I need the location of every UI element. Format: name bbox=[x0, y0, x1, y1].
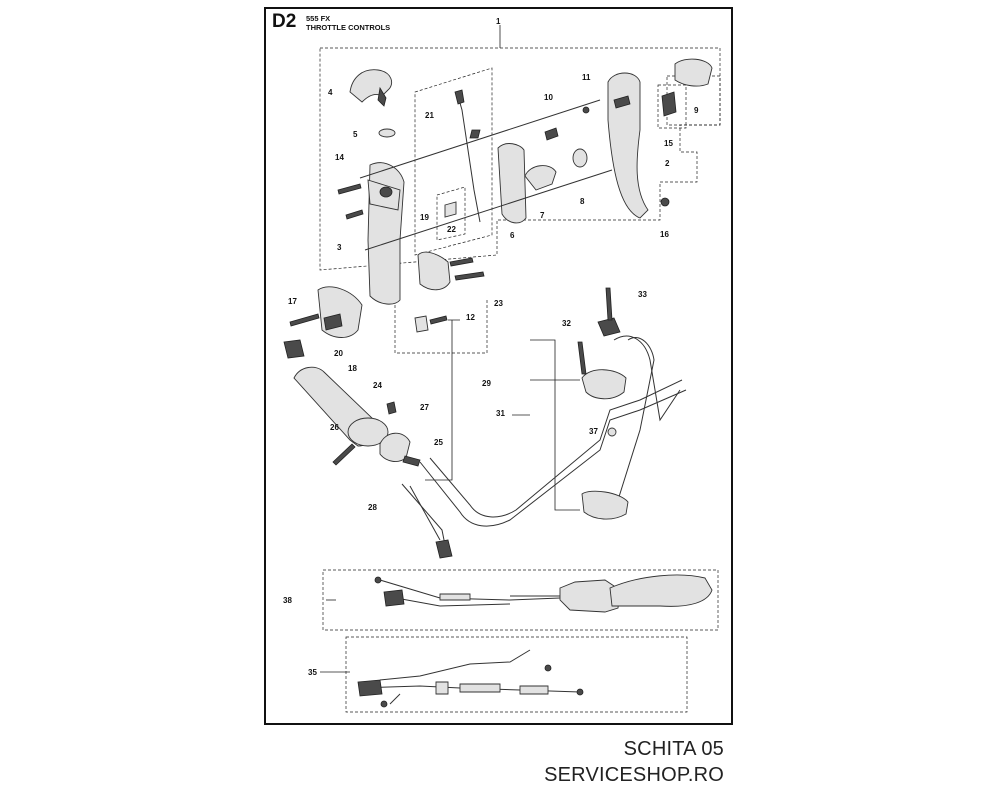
callout-10: 10 bbox=[544, 93, 553, 102]
callout-9: 9 bbox=[694, 106, 699, 115]
callout-28: 28 bbox=[368, 503, 377, 512]
part-14 bbox=[337, 183, 362, 195]
callout-27: 27 bbox=[420, 403, 429, 412]
group-box-22 bbox=[436, 186, 466, 241]
callout-18: 18 bbox=[348, 364, 357, 373]
callout-15: 15 bbox=[664, 139, 673, 148]
callout-3: 3 bbox=[337, 243, 342, 252]
callout-31: 31 bbox=[496, 409, 505, 418]
callout-38: 38 bbox=[283, 596, 292, 605]
callout-29: 29 bbox=[482, 379, 491, 388]
part-20 bbox=[283, 339, 305, 359]
group-box-19 bbox=[394, 300, 488, 354]
callout-8: 8 bbox=[580, 197, 585, 206]
callout-4: 4 bbox=[328, 88, 333, 97]
callout-14: 14 bbox=[335, 153, 344, 162]
handlebar bbox=[613, 335, 681, 422]
part-7 bbox=[524, 165, 557, 191]
part-31 bbox=[581, 369, 627, 400]
callout-35: 35 bbox=[308, 668, 317, 677]
callout-5: 5 bbox=[353, 130, 358, 139]
part-15 bbox=[661, 91, 677, 117]
part-17 bbox=[289, 313, 320, 327]
clamp-lower bbox=[581, 490, 629, 520]
part-9 bbox=[674, 58, 713, 87]
callout-1: 1 bbox=[496, 17, 501, 26]
callout-11: 11 bbox=[582, 73, 591, 82]
group-box-35 bbox=[345, 636, 688, 713]
diagram-title: 555 FX THROTTLE CONTROLS bbox=[306, 14, 390, 32]
part-29 bbox=[419, 389, 687, 527]
part-32 bbox=[597, 317, 621, 337]
part-37 bbox=[607, 427, 617, 437]
footer-website: SERVICESHOP.RO bbox=[544, 764, 724, 786]
callout-19: 19 bbox=[420, 213, 429, 222]
callout-24: 24 bbox=[373, 381, 382, 390]
callout-17: 17 bbox=[288, 297, 297, 306]
part-6 bbox=[497, 143, 527, 224]
part-21 bbox=[457, 95, 481, 223]
callout-22: 22 bbox=[447, 225, 456, 234]
callout-6: 6 bbox=[510, 231, 515, 240]
part-10 bbox=[544, 127, 559, 141]
diagram-code: D2 bbox=[272, 11, 297, 32]
part-11 bbox=[582, 106, 590, 114]
part-18 bbox=[317, 286, 363, 338]
callout-16: 16 bbox=[660, 230, 669, 239]
part-5 bbox=[378, 128, 396, 138]
callout-21: 21 bbox=[425, 111, 434, 120]
part-22 bbox=[444, 201, 457, 218]
part-23 bbox=[454, 271, 485, 281]
callout-26: 26 bbox=[330, 423, 339, 432]
part-28 bbox=[401, 483, 447, 551]
group-box-15 bbox=[657, 84, 687, 129]
group-box-38 bbox=[322, 569, 719, 631]
callout-37: 37 bbox=[589, 427, 598, 436]
part-33 bbox=[605, 287, 613, 321]
group-box-21 bbox=[414, 67, 493, 256]
callout-32: 32 bbox=[562, 319, 571, 328]
callout-2: 2 bbox=[665, 159, 670, 168]
callout-33: 33 bbox=[638, 290, 647, 299]
part-19 bbox=[417, 251, 451, 291]
callout-25: 25 bbox=[434, 438, 443, 447]
callout-23: 23 bbox=[494, 299, 503, 308]
callout-20: 20 bbox=[334, 349, 343, 358]
callout-12: 12 bbox=[466, 313, 475, 322]
callout-7: 7 bbox=[540, 211, 545, 220]
part-2 bbox=[607, 72, 649, 219]
model-name: 555 FX bbox=[306, 14, 331, 23]
part-27 bbox=[386, 401, 397, 415]
part-16 bbox=[660, 197, 670, 207]
part-12 bbox=[414, 315, 429, 333]
footer-sheet-number: SCHITA 05 bbox=[623, 738, 724, 760]
part-26 bbox=[332, 443, 356, 466]
section-name: THROTTLE CONTROLS bbox=[306, 23, 391, 32]
part-8 bbox=[572, 148, 588, 168]
